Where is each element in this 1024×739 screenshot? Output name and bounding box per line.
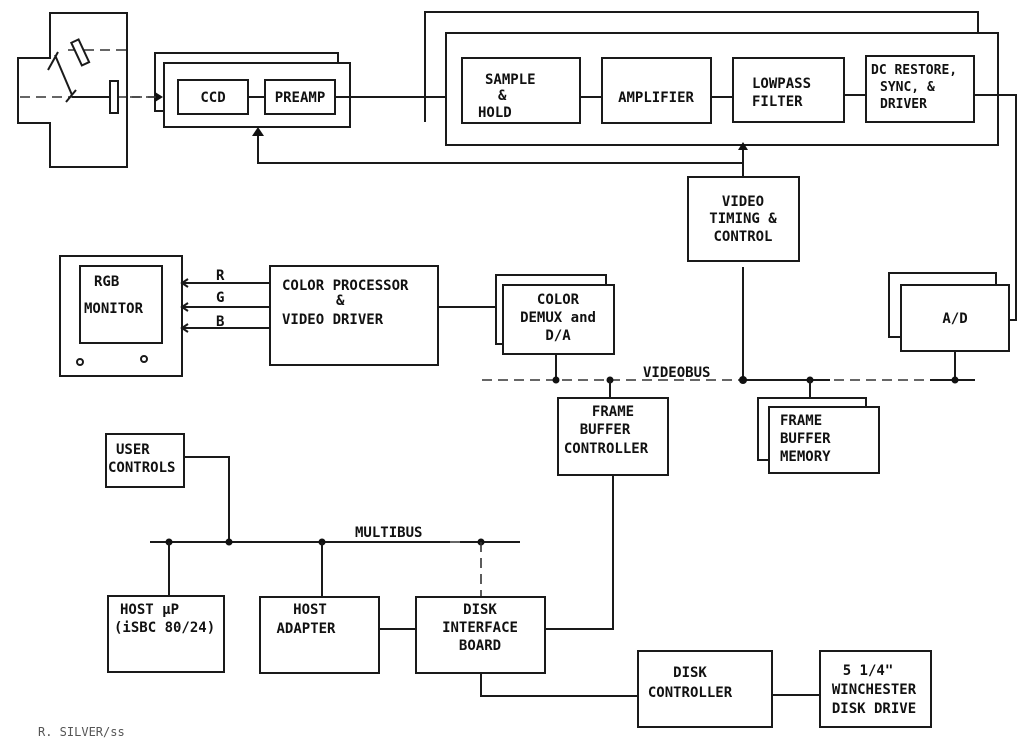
lowpass-label: LOWPASS: [752, 76, 811, 92]
disk-drive-label: DISK DRIVE: [832, 701, 916, 717]
dc-controller-label: CONTROLLER: [648, 685, 733, 701]
rgb-signal-lines: R G B: [180, 268, 270, 333]
g-signal-label: G: [216, 290, 224, 306]
dc-disk-label: DISK: [673, 665, 707, 681]
monitor-knob-icon: [140, 355, 148, 363]
b-signal-label: B: [216, 314, 224, 330]
ccd-label: CCD: [200, 90, 225, 106]
monitor-label: MONITOR: [84, 301, 144, 317]
frame-buffer-controller-block[interactable]: [557, 397, 669, 476]
multibus-label: MULTIBUS: [355, 525, 422, 541]
ad-block[interactable]: [900, 284, 1010, 352]
disk-label: DISK: [463, 602, 497, 618]
fbm-frame-label: FRAME: [780, 413, 822, 429]
controls-label: CONTROLS: [108, 460, 175, 476]
buffer-label: BUFFER: [580, 422, 631, 438]
amplifier-label: AMPLIFIER: [618, 90, 694, 106]
ccd-timing-arrow-icon: [252, 127, 264, 136]
ccd-block[interactable]: [177, 79, 249, 115]
filter-label: FILTER: [752, 94, 803, 110]
color-processor-block[interactable]: [269, 265, 439, 366]
r-signal-label: R: [216, 268, 225, 284]
video-driver-label: VIDEO DRIVER: [282, 312, 384, 328]
monitor-knob-icon: [76, 358, 84, 366]
ccd-preamp-group: CCD PREAMP: [130, 52, 351, 128]
lens-1: [69, 38, 91, 67]
analog-processing-group: SAMPLE & HOLD AMPLIFIER LOWPASS FILTER D…: [424, 11, 999, 146]
mirror-2: [65, 89, 77, 103]
video-timing-label: VIDEO: [722, 194, 764, 210]
winchester-label: WINCHESTER: [832, 682, 917, 698]
lens-2: [109, 80, 119, 114]
sample-hold-hold: HOLD: [478, 105, 512, 121]
winchester-block[interactable]: [819, 650, 932, 728]
frame-label: FRAME: [592, 404, 634, 420]
rgb-label: RGB: [94, 274, 119, 290]
user-controls-block[interactable]: [105, 433, 185, 488]
color-processor-label: COLOR PROCESSOR: [282, 278, 409, 294]
dc-restore-label: DC RESTORE,: [871, 63, 957, 78]
fbm-memory-label: MEMORY: [780, 449, 831, 465]
timing-label: TIMING &: [709, 211, 777, 227]
disk-controller-block[interactable]: [637, 650, 773, 728]
author-footer: R. SILVER/ss: [38, 725, 125, 739]
interface-label: INTERFACE: [442, 620, 518, 636]
dc-restore-block[interactable]: [865, 55, 975, 123]
timing-up-arrow-icon: [738, 142, 748, 150]
frame-buffer-memory-block[interactable]: [768, 406, 880, 474]
size-label: 5 1/4": [843, 663, 894, 679]
fbm-buffer-label: BUFFER: [780, 431, 831, 447]
host-up-block[interactable]: [107, 595, 225, 673]
sample-hold-label: SAMPLE: [485, 72, 536, 88]
videobus: VIDEOBUS: [482, 365, 975, 384]
control-label: CONTROL: [713, 229, 772, 245]
color-processor-amp: &: [336, 293, 345, 309]
da-label: D/A: [545, 328, 571, 344]
rgb-monitor[interactable]: RGB MONITOR: [59, 255, 183, 377]
driver-label: DRIVER: [880, 97, 927, 112]
multibus: MULTIBUS: [150, 525, 520, 546]
mirror-1: [47, 51, 59, 71]
preamp-block[interactable]: [264, 79, 336, 115]
lowpass-filter-block[interactable]: [732, 57, 845, 123]
controller-label: CONTROLLER: [564, 441, 649, 457]
color-demux-label: COLOR: [537, 292, 580, 308]
host-label: HOST: [293, 602, 327, 618]
color-demux-block[interactable]: [502, 284, 615, 355]
input-arrow-icon: [155, 92, 163, 102]
sync-label: SYNC, &: [880, 80, 935, 95]
board-label: BOARD: [459, 638, 501, 654]
disk-interface-block[interactable]: [415, 596, 546, 674]
ad-label: A/D: [942, 311, 967, 327]
amplifier-block[interactable]: [601, 57, 712, 124]
user-label: USER: [116, 442, 150, 458]
preamp-label: PREAMP: [275, 90, 326, 106]
host-up-label: HOST µP: [120, 602, 179, 618]
sample-hold-amp: &: [498, 88, 507, 104]
host-adapter-block[interactable]: [259, 596, 380, 674]
mirror-path: [54, 54, 73, 96]
adapter-label: ADAPTER: [276, 621, 336, 637]
demux-label: DEMUX and: [520, 310, 596, 326]
optical-assembly: [17, 12, 160, 168]
isbc-label: (iSBC 80/24): [114, 620, 215, 636]
videobus-label: VIDEOBUS: [643, 365, 710, 381]
video-timing-block[interactable]: [687, 176, 800, 262]
sample-hold-block[interactable]: [461, 57, 581, 124]
